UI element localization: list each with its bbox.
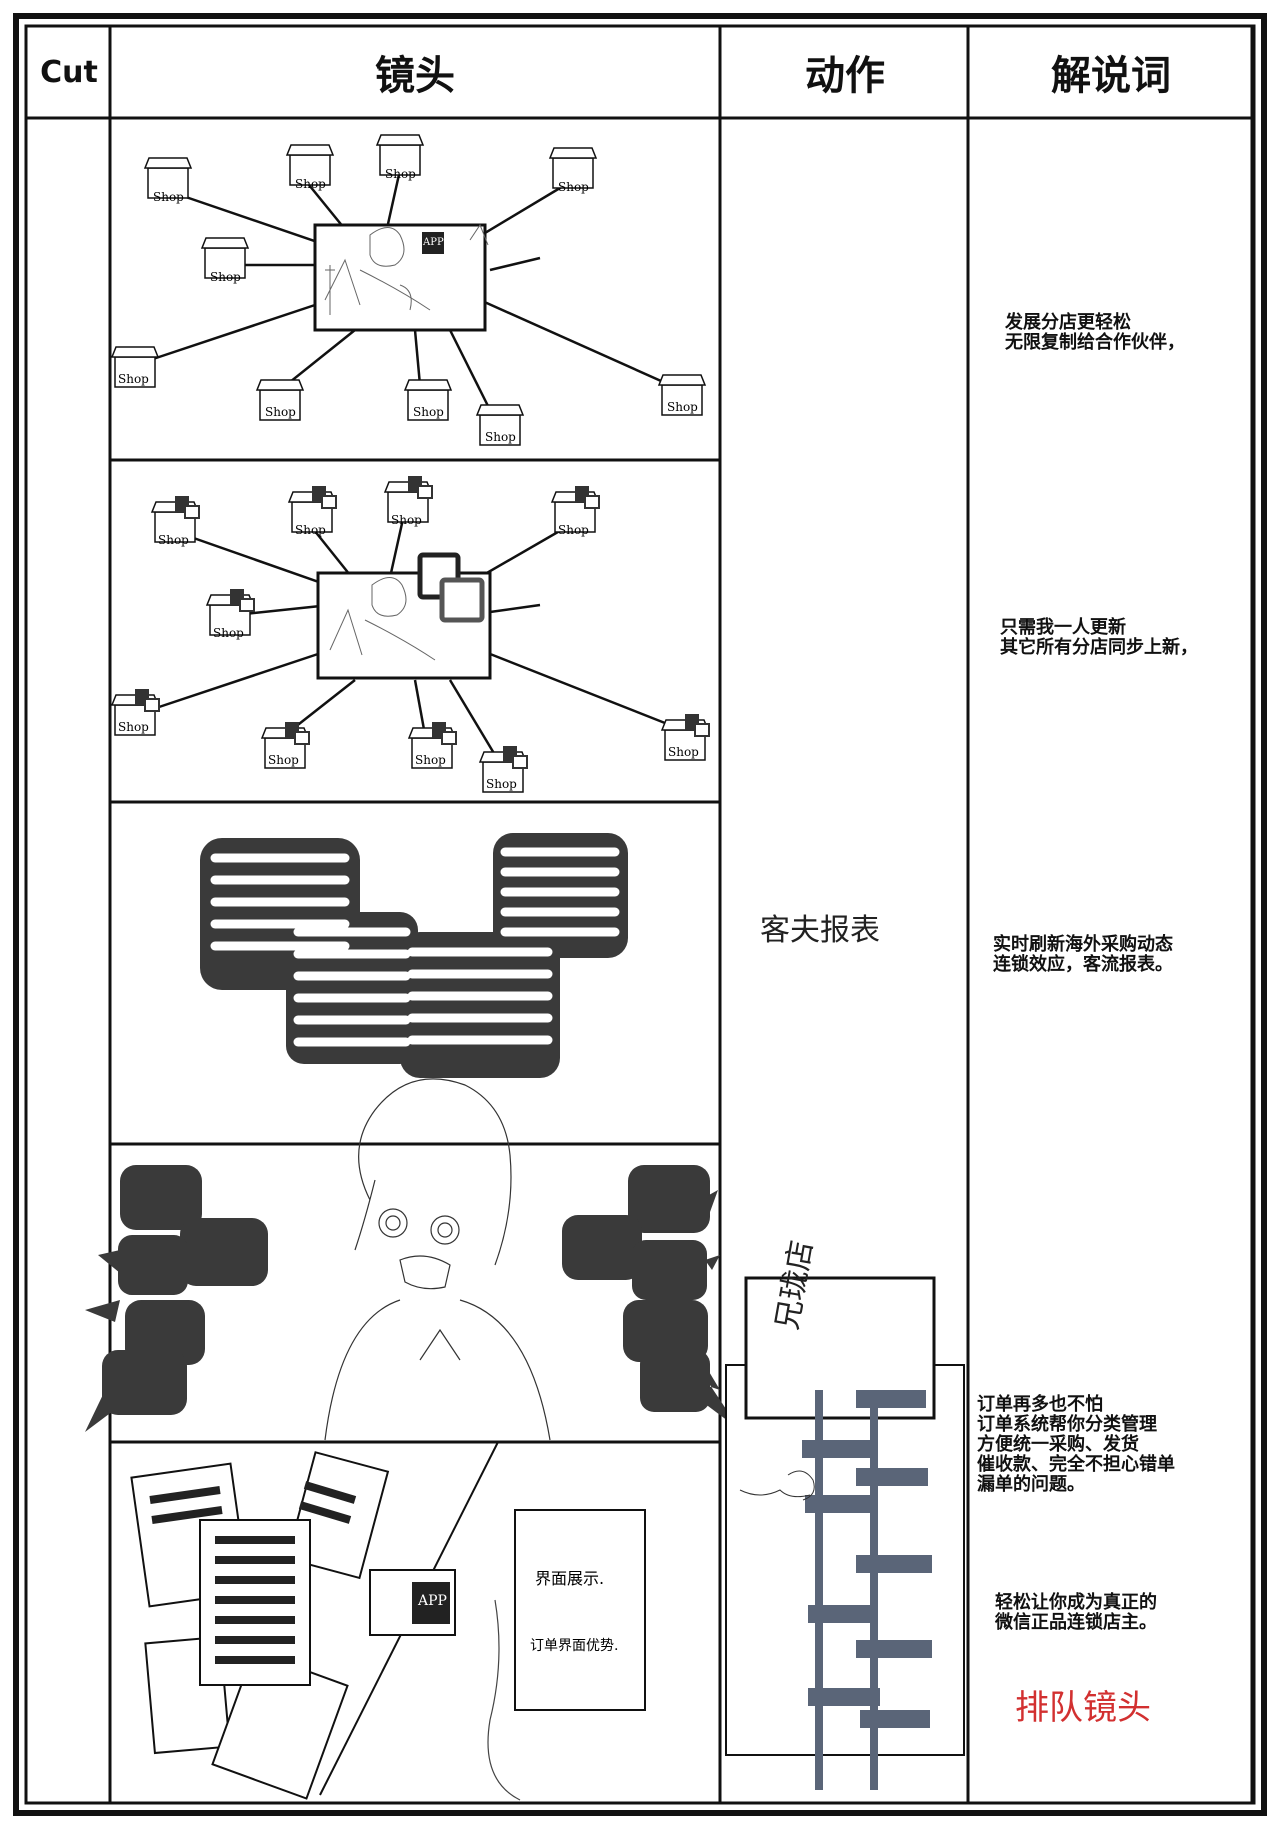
- shop-label: Shop: [558, 523, 589, 537]
- panel-1-shop-network: [149, 169, 671, 411]
- shop-label: Shop: [415, 753, 446, 767]
- shop-label: Shop: [213, 626, 244, 640]
- shop-label: Shop: [413, 405, 444, 419]
- shop-label: Shop: [265, 405, 296, 419]
- app-label: APP: [423, 237, 444, 248]
- shop-label: Shop: [667, 400, 698, 414]
- outer-border: [13, 13, 1267, 1816]
- narration-1: 发展分店更轻松 无限复制给合作伙伴，: [1005, 312, 1185, 353]
- panel-5-documents: [130, 1441, 646, 1801]
- header-action: 动作: [805, 53, 885, 99]
- header-shot: 镜头: [375, 53, 455, 99]
- inner-border: [24, 24, 1256, 1805]
- narration-3: 实时刷新海外采购动态 连锁效应，客流报表。: [993, 934, 1173, 975]
- shop-label: Shop: [385, 167, 416, 181]
- shop-label: Shop: [295, 523, 326, 537]
- panel-4-chat-bubbles: [85, 1165, 740, 1432]
- app-label: APP: [418, 1593, 447, 1609]
- header-narration: 解说词: [1051, 53, 1171, 99]
- shop-label: Shop: [268, 753, 299, 767]
- screen-text-2: 订单界面优势.: [530, 1638, 619, 1654]
- header-cut: Cut: [40, 54, 98, 90]
- action-shelf-illustration: [725, 1276, 965, 1790]
- panel-2-shop-network: [149, 509, 671, 756]
- shop-label: Shop: [486, 777, 517, 791]
- shop-label: Shop: [485, 430, 516, 444]
- narration-5: 轻松让你成为真正的 微信正品连锁店主。: [995, 1592, 1157, 1633]
- panel-3-report-blocks: [200, 833, 628, 1078]
- shop-label: Shop: [158, 533, 189, 547]
- screen-text-1: 界面展示.: [535, 1569, 605, 1588]
- shop-label: Shop: [210, 270, 241, 284]
- report-note: 客夫报表: [760, 913, 880, 948]
- shop-label: Shop: [153, 190, 184, 204]
- shop-label: Shop: [295, 177, 326, 191]
- shop-label: Shop: [668, 745, 699, 759]
- narration-4: 订单再多也不怕 订单系统帮你分类管理 方便统一采购、发货 催收款、完全不担心错单…: [977, 1394, 1175, 1495]
- panel-2-shops: [110, 476, 710, 793]
- narration-2: 只需我一人更新 其它所有分店同步上新，: [1000, 617, 1198, 658]
- panel-4-confused-girl: [324, 1078, 551, 1441]
- shop-label: Shop: [558, 180, 589, 194]
- shop-label: Shop: [118, 372, 149, 386]
- red-note: 排队镜头: [1015, 1688, 1151, 1728]
- shop-label: Shop: [391, 513, 422, 527]
- shop-label: Shop: [118, 720, 149, 734]
- panel-1-shops: [110, 134, 707, 446]
